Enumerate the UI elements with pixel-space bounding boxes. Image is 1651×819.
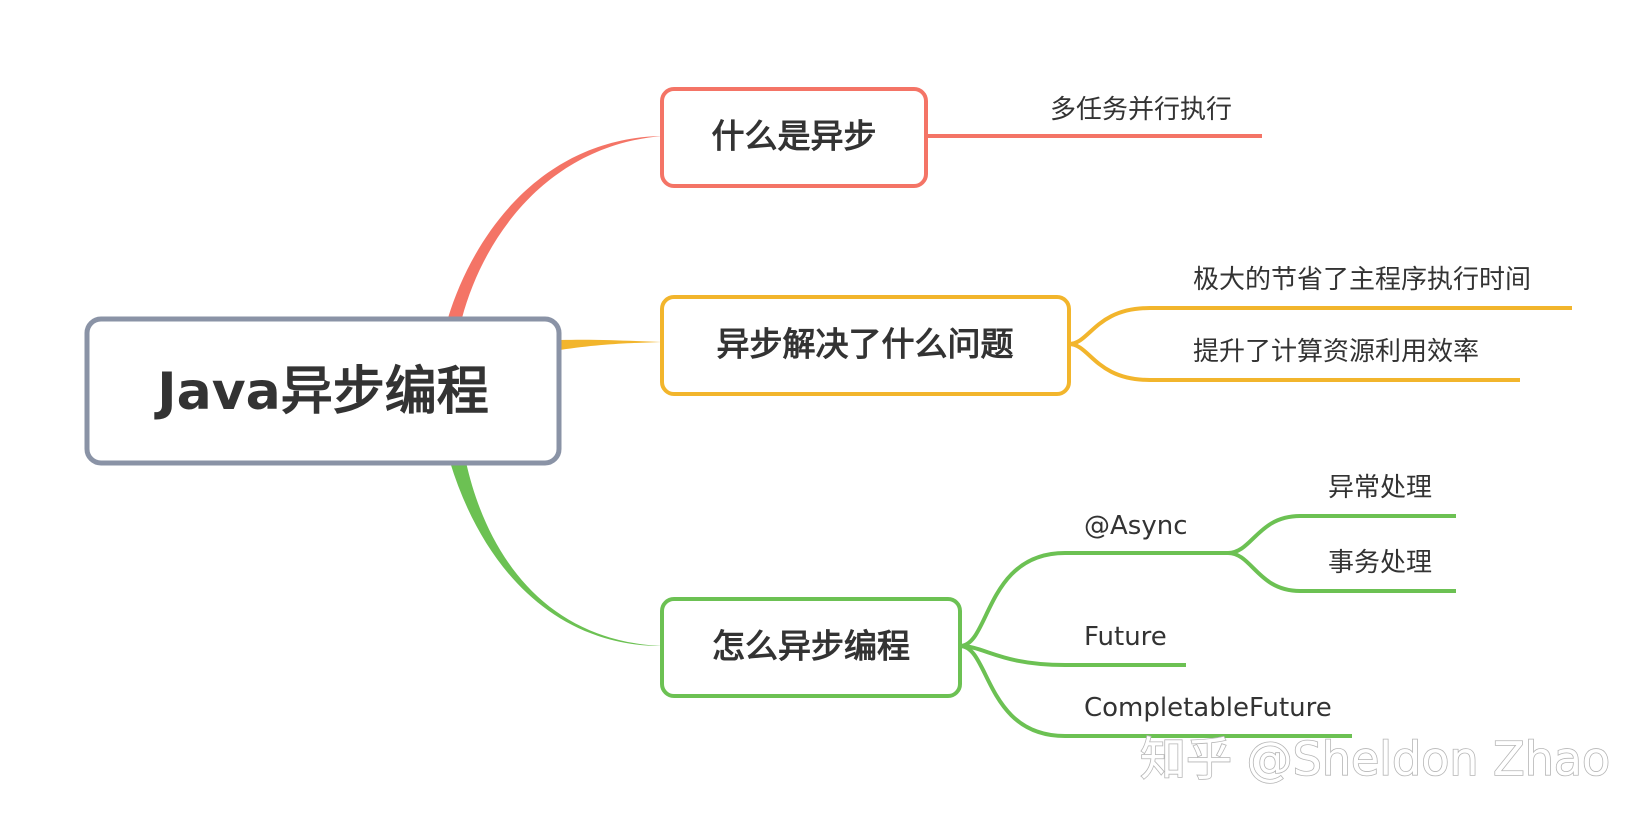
topic-how-to-async-label: 怎么异步编程 [712,627,910,666]
connector-problems-solved-child-2 [1068,342,1520,382]
leaf-transaction-handling[interactable]: 事务处理 [1328,548,1432,578]
topic-problems-solved-label: 异步解决了什么问题 [717,325,1014,364]
leaf-multitask-parallel[interactable]: 多任务并行执行 [1050,95,1232,125]
leaf-future[interactable]: Future [1084,622,1167,652]
zhihu-watermark: 知乎 @Sheldon Zhao [1140,732,1610,786]
topic-problems-solved[interactable]: 异步解决了什么问题 [660,295,1071,396]
connector-async-exception-handling [1227,514,1456,555]
connector-root-to-problems-solved [560,339,662,350]
topic-what-is-async-label: 什么是异步 [712,117,877,156]
connector-how-to-completable-future [959,644,1352,738]
root-node-label: Java异步编程 [154,362,488,422]
connector-problems-solved-child-1 [1068,306,1572,346]
connector-async-transaction-handling [1227,551,1456,593]
topic-what-is-async[interactable]: 什么是异步 [660,87,928,188]
connector-root-to-what-is-async [448,136,662,318]
topic-how-to-async[interactable]: 怎么异步编程 [660,597,962,698]
leaf-async-annotation[interactable]: @Async [1084,511,1188,541]
leaf-save-main-time[interactable]: 极大的节省了主程序执行时间 [1193,265,1531,295]
connector-root-to-how-to [450,462,662,646]
leaf-completable-future[interactable]: CompletableFuture [1084,693,1332,723]
leaf-exception-handling[interactable]: 异常处理 [1328,473,1432,503]
connector-how-to-async-annotation [959,551,1228,648]
root-node[interactable]: Java异步编程 [84,316,562,466]
leaf-improve-resource-efficiency[interactable]: 提升了计算资源利用效率 [1193,337,1479,367]
